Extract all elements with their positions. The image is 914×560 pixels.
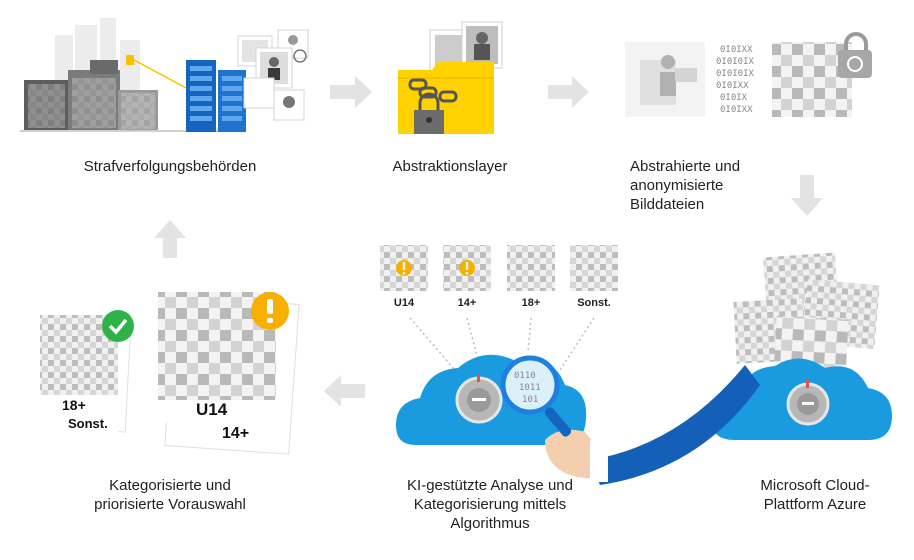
card-label: 18+ [62, 397, 86, 413]
lock-icon [414, 92, 444, 134]
binary-text: 0I0IXX 0I0I0IX 0I0I0IX 0I0IXX 0I0IX 0I0I… [716, 45, 755, 115]
arrow-icon [791, 175, 823, 216]
cloud-icon [711, 358, 892, 440]
category-label: Sonst. [577, 297, 611, 309]
card-label: U14 [196, 400, 228, 419]
folder-icon [398, 21, 503, 134]
magnifier-binary: 1011 [519, 383, 541, 393]
step-label-ai-analysis: KI-gestützte Analyse und Kategorisierung… [407, 477, 573, 532]
city-icon [20, 18, 245, 132]
card-label: Sonst. [68, 416, 108, 431]
step-label-azure: Microsoft Cloud- Plattform Azure [760, 477, 870, 513]
step-label-law-enforcement: Strafverfolgungsbehörden [83, 158, 257, 175]
cloud-icon [395, 354, 587, 445]
chain-icon [408, 78, 458, 103]
binary-line: 0I0I0IX [716, 69, 755, 79]
warning-icon [251, 292, 289, 330]
warning-card: U14 14+ [158, 292, 300, 455]
category-label: 14+ [458, 297, 477, 309]
binary-line: 0I0IXX [720, 105, 753, 115]
step-label-anonymized-images: Abstrahierte und anonymisierte Bilddatei… [630, 158, 741, 213]
warning-icon [459, 260, 475, 276]
arrow-icon [154, 220, 186, 258]
server-icon [186, 60, 246, 132]
magnifier-binary: 0110 [514, 371, 536, 381]
arrow-icon [330, 76, 372, 108]
binary-line: 0I0IXX [716, 81, 749, 91]
hand-icon [545, 365, 760, 485]
category-thumbnails: U14 14+ 18+ Sonst. [380, 245, 618, 309]
dotted-connectors [409, 317, 595, 371]
binary-line: 0I0I0IX [716, 57, 755, 67]
binary-line: 0I0IX [720, 93, 748, 103]
step-label-abstraction-layer: Abstraktionslayer [392, 158, 508, 175]
green-card: 18+ Sonst. [40, 310, 134, 435]
card-label: 14+ [222, 425, 249, 442]
photo-stack-icon [237, 29, 309, 121]
check-icon [102, 310, 134, 342]
arrow-icon [548, 76, 589, 108]
image-stack [733, 252, 880, 382]
magnifier-icon: 0110 1011 101 [500, 355, 572, 437]
binary-line: 0I0IXX [720, 45, 753, 55]
lock-icon [838, 32, 872, 78]
step-label-preselection: Kategorisierte und priorisierte Vorauswa… [94, 477, 246, 513]
arrow-icon [324, 375, 365, 407]
category-label: U14 [394, 297, 415, 309]
anonymized-photo-icon [625, 42, 705, 117]
magnifier-binary: 101 [522, 395, 538, 405]
warning-icon [396, 260, 412, 276]
category-label: 18+ [522, 297, 541, 309]
